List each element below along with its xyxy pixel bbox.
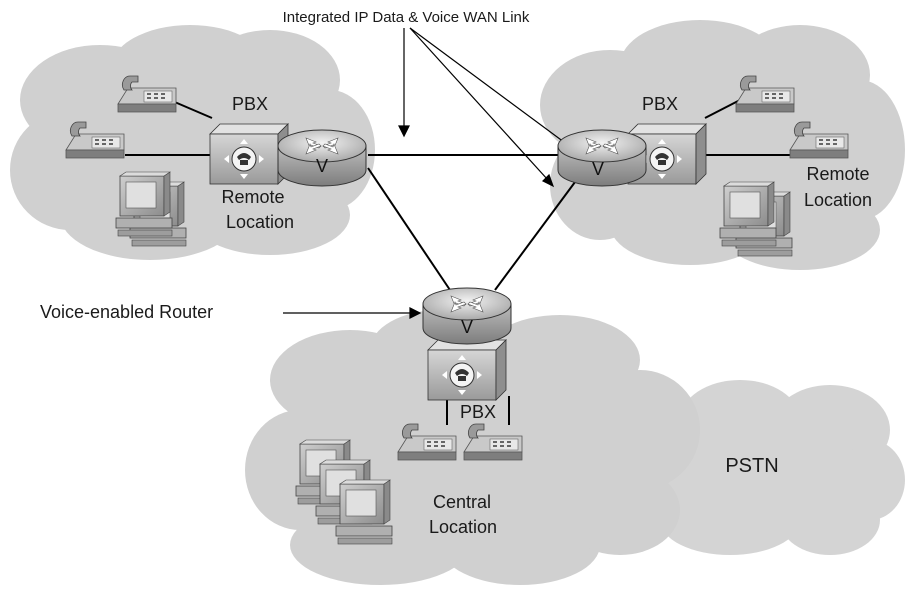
pbx-label: PBX (232, 94, 268, 114)
wan-link-callout: Integrated IP Data & Voice WAN Link (283, 9, 530, 26)
location-label-line1: Remote (806, 164, 869, 184)
computer-icon (115, 171, 173, 237)
router-label-v: V (461, 317, 473, 337)
wan-links (367, 154, 579, 291)
pbx-label: PBX (460, 402, 496, 422)
location-label-line2: Location (804, 190, 872, 210)
left-site: V PBX Remote Location (65, 75, 367, 247)
location-label-line2: Location (226, 212, 294, 232)
pbx-label: PBX (642, 94, 678, 114)
pstn-label: PSTN (725, 455, 778, 477)
location-label-line1: Central (433, 492, 491, 512)
cloud-pstn (600, 380, 905, 555)
computer-icon (335, 479, 393, 545)
voice-router-callout: Voice-enabled Router (40, 302, 213, 322)
right-site: V PBX Remote Location (557, 75, 872, 257)
central-site: V PBX Central Location (295, 287, 523, 545)
router-label-v: V (592, 159, 604, 179)
pbx-icon (427, 339, 507, 401)
wan-link-left-central (367, 167, 451, 291)
computer-icon (719, 181, 777, 247)
pbx-icon (209, 123, 289, 185)
location-label-line2: Location (429, 517, 497, 537)
router-label-v: V (316, 156, 328, 176)
location-label-line1: Remote (221, 187, 284, 207)
wan-link-right-central (494, 177, 579, 291)
